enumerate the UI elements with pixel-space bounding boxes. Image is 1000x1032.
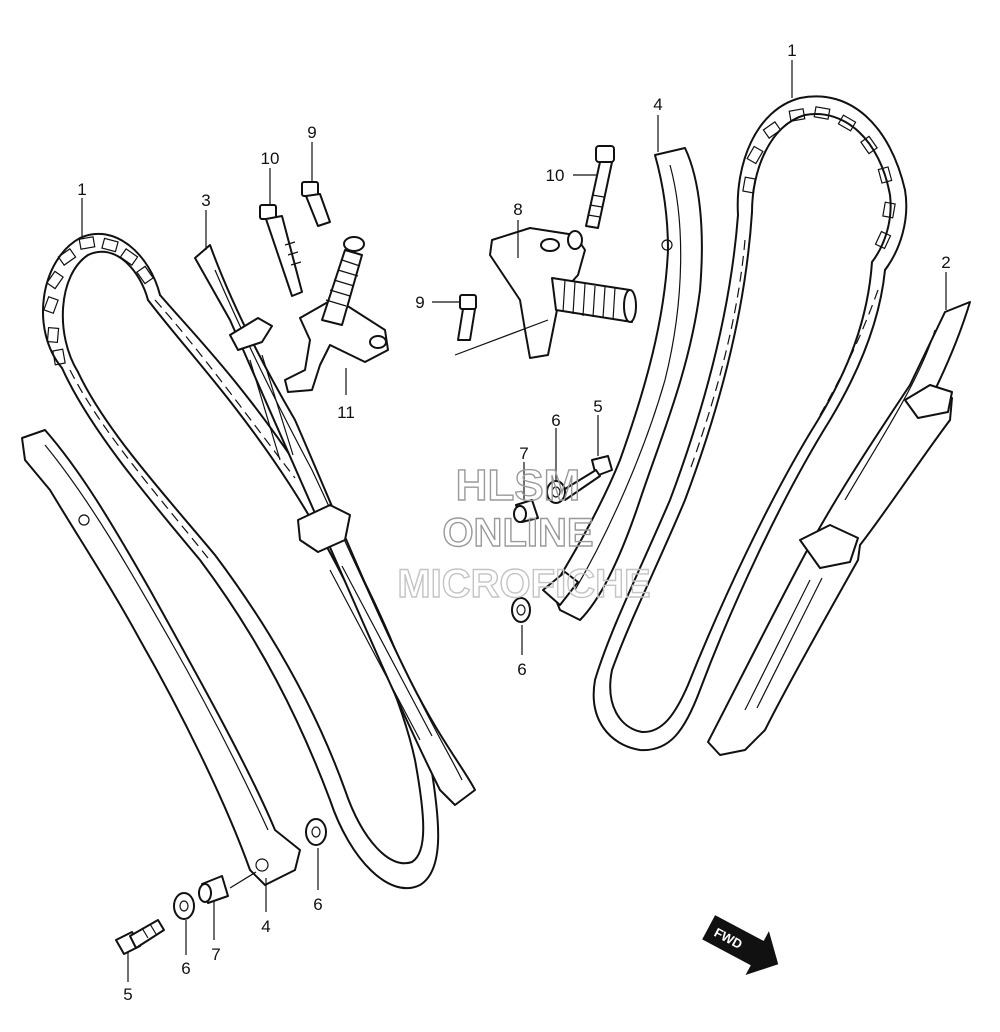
collar-7-mid xyxy=(513,499,539,523)
callout-7-collar-bottom: 7 xyxy=(211,945,220,964)
bolt-9-right xyxy=(457,294,477,341)
washer-6-low xyxy=(511,597,531,623)
callout-8-adjuster: 8 xyxy=(513,200,522,219)
callout-10-bolt-left: 10 xyxy=(261,149,280,168)
bolt-5-bottom xyxy=(115,919,165,955)
right-slipper xyxy=(707,301,971,756)
callout-4-left-guide: 4 xyxy=(261,917,270,936)
bolt-9-left xyxy=(301,181,331,227)
bolt-5-mid xyxy=(559,455,613,501)
watermark-line-2: ONLINE xyxy=(442,511,593,555)
callout-5-bolt-mid: 5 xyxy=(593,397,602,416)
left-chain-guide xyxy=(21,429,301,886)
callout-3-tensioner-arm: 3 xyxy=(201,191,210,210)
washer-6-bottom-right xyxy=(305,818,327,846)
watermark-line-3: MICROFICHE xyxy=(397,562,650,606)
callout-11-adjuster: 11 xyxy=(337,403,355,422)
callout-labels: 1 3 10 9 11 4 1 10 8 9 2 6 5 7 6 4 6 5 6… xyxy=(77,41,950,1004)
washer-6-mid xyxy=(546,480,566,504)
right-cam-chain xyxy=(592,95,908,752)
callout-6-washer-low: 6 xyxy=(517,660,526,679)
callout-7-collar-mid: 7 xyxy=(519,444,528,463)
callout-1-right-chain: 1 xyxy=(787,41,796,60)
callout-6-washer-mid: 6 xyxy=(551,411,560,430)
tensioner-adjuster-left xyxy=(284,236,389,393)
pivot-bushing-right xyxy=(542,571,579,606)
callout-9-bolt-left: 9 xyxy=(307,123,316,142)
bolt-10-right xyxy=(585,145,615,229)
callout-10-bolt-right: 10 xyxy=(546,166,565,185)
callout-1-left-chain: 1 xyxy=(77,180,86,199)
washer-6-bottom xyxy=(173,892,195,920)
callout-2-slipper: 2 xyxy=(941,253,950,272)
watermark: HLSM ONLINE MICROFICHE xyxy=(397,460,652,606)
leader-lines xyxy=(81,60,947,982)
callout-6-washer-bottom: 6 xyxy=(181,959,190,978)
callout-9-bolt-right: 9 xyxy=(415,293,424,312)
callout-6-washer-bottom-right: 6 xyxy=(313,895,322,914)
forward-direction-arrow: FWD xyxy=(702,915,779,976)
collar-7-bottom xyxy=(198,875,229,904)
bolt-10-left xyxy=(259,204,303,297)
watermark-line-1: HLSM xyxy=(456,461,581,510)
callout-4-right-guide: 4 xyxy=(653,95,662,114)
tensioner-arm xyxy=(194,244,476,806)
callout-5-bolt-bottom: 5 xyxy=(123,985,132,1004)
tensioner-adjuster-right xyxy=(454,227,637,359)
